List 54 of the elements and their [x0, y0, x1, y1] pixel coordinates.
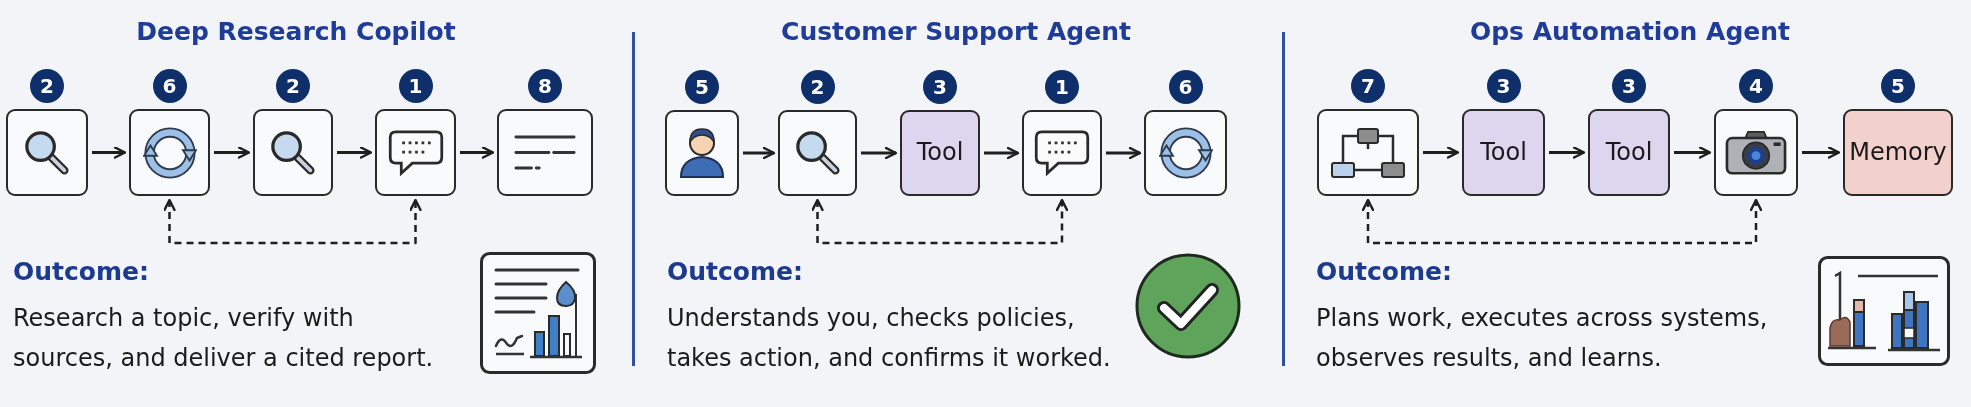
dashed-arrow	[163, 198, 422, 245]
number-badge: 7	[1351, 69, 1385, 103]
number-badge: 1	[398, 69, 433, 103]
arrow	[1674, 146, 1712, 159]
number-badge: 4	[1739, 69, 1773, 103]
arrow	[984, 146, 1020, 160]
outcome-heading: Outcome:	[13, 257, 149, 287]
number-badge: 2	[800, 70, 835, 104]
outcome-heading: Outcome:	[667, 257, 803, 287]
step-box: Tool	[1588, 109, 1670, 196]
step-box: Memory	[1843, 109, 1953, 196]
number-badge: 3	[923, 70, 957, 104]
number-badge: 1	[1045, 70, 1079, 104]
arrow	[460, 146, 495, 159]
outcome-description: Plans work, executes across systems, observes results, and learns.	[1316, 303, 1769, 374]
step-box: Tool	[1462, 109, 1545, 196]
number-badge: 8	[528, 69, 562, 103]
icon-tile	[1022, 110, 1102, 196]
arrow	[1423, 146, 1460, 159]
dashed-arrow	[811, 198, 1069, 245]
icon-tile	[375, 109, 456, 196]
icon-tile	[497, 109, 593, 196]
outcome-heading: Outcome:	[1316, 257, 1452, 287]
arrow	[337, 146, 373, 159]
arrow	[214, 146, 251, 159]
arrow	[1106, 146, 1142, 160]
arrow	[861, 146, 898, 160]
section-title: Deep Research Copilot	[136, 17, 456, 47]
icon-tile	[665, 110, 739, 196]
outcome-description: Research a topic, verify with sources, and deliver a cited report.	[13, 303, 435, 374]
number-badge: 3	[1612, 69, 1646, 103]
icon-tile	[1714, 109, 1798, 196]
number-badge: 5	[1881, 69, 1915, 103]
arrow	[1802, 146, 1841, 159]
outcome-description: Understands you, checks policies, takes action, and confirms it worked.	[667, 303, 1112, 374]
section-title: Ops Automation Agent	[1469, 17, 1791, 47]
number-badge: 6	[1168, 70, 1203, 104]
number-badge: 6	[152, 69, 187, 103]
icon-tile	[253, 109, 333, 196]
icon-tile	[1317, 109, 1419, 196]
step-box: Tool	[900, 110, 980, 196]
number-badge: 5	[685, 70, 719, 104]
arrow	[92, 146, 127, 159]
icon-tile	[778, 110, 857, 196]
number-badge: 2	[276, 69, 310, 103]
section-title: Customer Support Agent	[781, 17, 1131, 47]
arrow	[743, 146, 776, 160]
icon-tile	[129, 109, 210, 196]
arrow	[1549, 146, 1586, 159]
dashed-arrow	[1361, 198, 1763, 245]
number-badge: 2	[30, 69, 64, 103]
icon-tile	[6, 109, 88, 196]
icon-tile	[1144, 110, 1227, 196]
number-badge: 3	[1486, 69, 1521, 103]
